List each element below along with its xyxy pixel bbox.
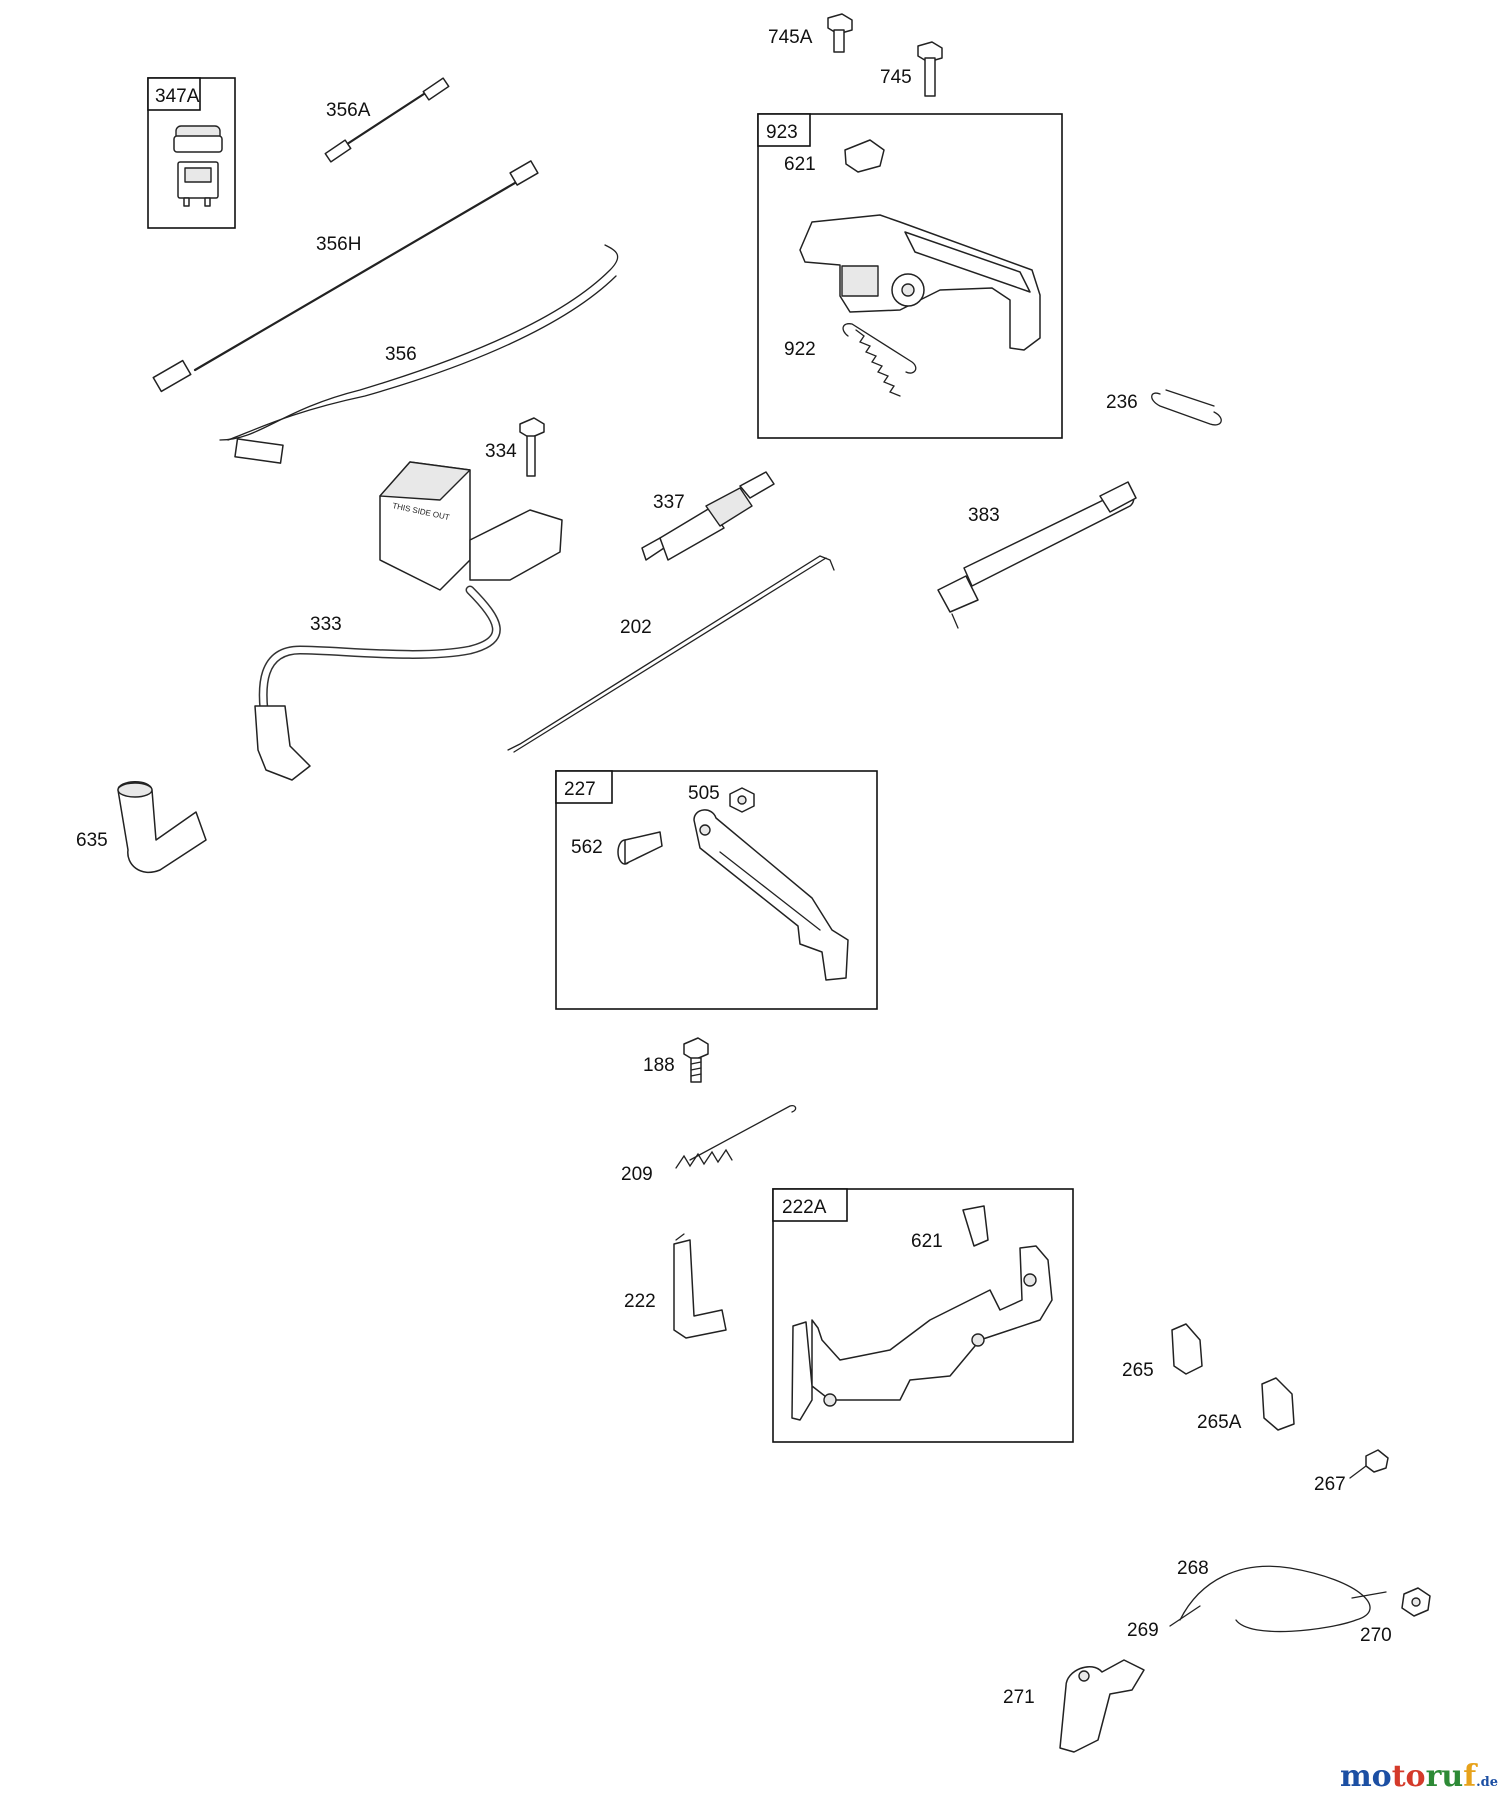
group-923: 923 [757,113,1063,439]
bolt-745A-part [827,13,853,53]
label-268: 268 [1177,1558,1209,1579]
group-923-label: 923 [766,122,798,143]
watermark-part-3: ru [1425,1759,1464,1794]
ignition-coil-part: THIS SIDE OUT [254,461,563,781]
label-383: 383 [968,505,1000,526]
control-bracket-222A-part [791,1205,1053,1421]
group-227: 227 [555,770,878,1010]
group-227-label: 227 [564,779,596,800]
switch-button-part [173,125,223,207]
wire-356A-part [324,77,450,163]
group-222A: 222A [772,1188,1074,1443]
label-270: 270 [1360,1625,1392,1646]
bracket-222-part [673,1233,727,1339]
bolt-745-part [917,41,943,97]
nut-270-part [1401,1587,1431,1617]
label-267: 267 [1314,1474,1346,1495]
label-356: 356 [385,344,417,365]
group-347A: 347A [147,77,236,229]
label-236: 236 [1106,392,1138,413]
governor-lever-923-part [799,139,1041,351]
label-265A: 265A [1197,1412,1242,1433]
spark-plug-337-part [641,471,775,561]
label-265: 265 [1122,1360,1154,1381]
screw-334-part [519,417,545,477]
pin-562-part [617,831,663,865]
label-356A: 356A [326,100,371,121]
lever-271-part [1059,1659,1145,1753]
label-745A: 745A [768,27,813,48]
watermark-logo: motoruf.de [1340,1759,1498,1794]
spring-209-part [675,1104,797,1169]
label-505: 505 [688,783,720,804]
wire-356H-part [152,160,539,393]
label-271: 271 [1003,1687,1035,1708]
clip-265-part [1171,1323,1203,1375]
boot-635-part [117,781,207,873]
label-621-a: 621 [784,154,816,175]
label-188: 188 [643,1055,675,1076]
nut-505-part [729,787,755,813]
label-222: 222 [624,1291,656,1312]
screw-188-part [683,1037,709,1083]
label-356H: 356H [316,234,361,255]
watermark-part-4: f [1463,1759,1477,1794]
label-202: 202 [620,617,652,638]
throttle-bracket-227-part [693,809,849,981]
label-562: 562 [571,837,603,858]
label-745: 745 [880,67,912,88]
label-334: 334 [485,441,517,462]
cable-268-part [1169,1565,1387,1633]
tube-383-part [937,481,1137,629]
label-269: 269 [1127,1620,1159,1641]
label-621-b: 621 [911,1231,943,1252]
wire-356-part [219,244,619,464]
spring-922-part [842,323,917,397]
rod-202-part [507,555,835,753]
group-347A-label: 347A [155,86,200,107]
watermark-part-2: to [1391,1759,1426,1794]
label-337: 337 [653,492,685,513]
clip-265A-part [1261,1377,1295,1431]
label-209: 209 [621,1164,653,1185]
label-333: 333 [310,614,342,635]
screw-267-part [1349,1449,1389,1479]
watermark-tld: .de [1476,1775,1498,1790]
watermark-part-1: mo [1339,1759,1392,1794]
group-222A-label: 222A [782,1197,827,1218]
label-635: 635 [76,830,108,851]
label-922: 922 [784,339,816,360]
link-236-part [1151,389,1222,426]
